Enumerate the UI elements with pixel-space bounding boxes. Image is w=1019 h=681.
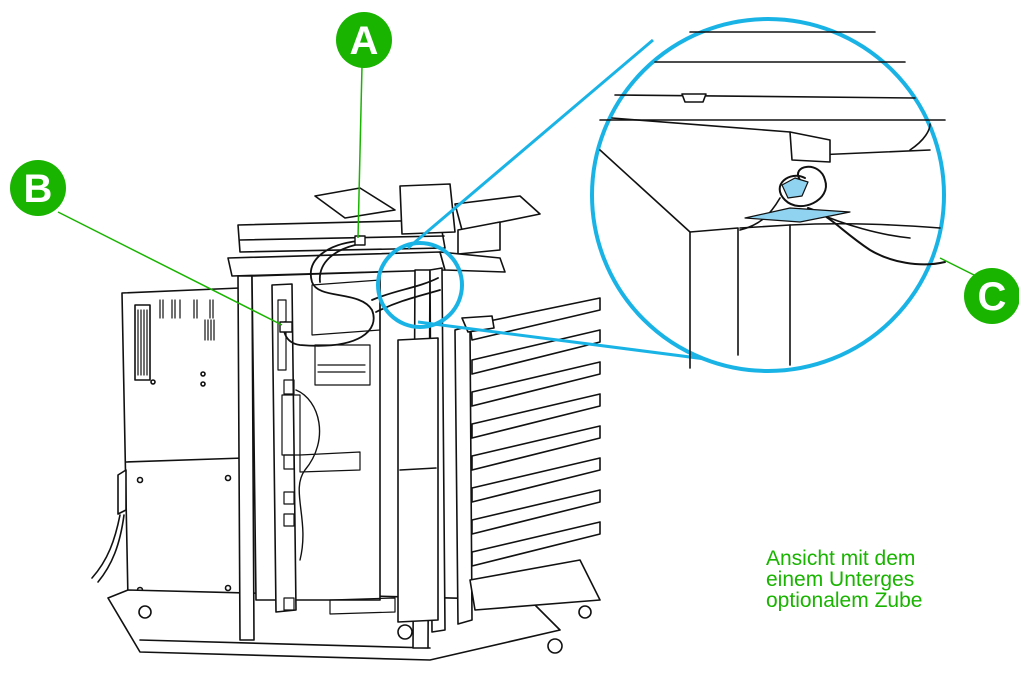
callout-b-letter: B (24, 167, 53, 211)
caption-line: einem Unterges (766, 568, 915, 591)
callout-c-letter: C (978, 275, 1007, 319)
magnifier (376, 17, 946, 373)
callout-a-letter: A (350, 19, 379, 63)
figure-caption: Ansicht mit dem einem Unterges optionale… (766, 548, 1019, 611)
printer-side-panel (91, 287, 249, 601)
magnified-detail (599, 31, 946, 369)
mailbox-stacker (454, 297, 601, 625)
caption-line: Ansicht mit dem (766, 548, 916, 570)
callout-b: B (10, 160, 66, 216)
caption-line: optionalem Zube (766, 589, 923, 611)
printer-base (107, 589, 592, 661)
callout-a: A (336, 12, 392, 68)
callout-c: C (964, 268, 1019, 324)
printer-frame (227, 251, 446, 649)
